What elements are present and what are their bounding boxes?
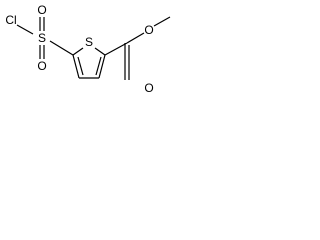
bond-cl-s [16, 24, 34, 35]
bond-c4-c5-inner [77, 56, 84, 76]
bond-oester-methyl [153, 16, 171, 27]
bond-sring-c2 [94, 47, 106, 56]
bond-c2-c3 [98, 54, 106, 79]
atom-labels: Cl S O O S O O [5, 3, 153, 95]
atom-ester-oxygen: O [144, 23, 153, 37]
atom-carbonyl-oxygen: O [144, 81, 153, 95]
bond-c5-sring [72, 47, 84, 56]
chemical-structure-diagram: Cl S O O S O O [5, 3, 171, 95]
bonds [16, 16, 171, 80]
bond-s-c5 [49, 40, 74, 56]
atom-sulfonyl-oxygen-top: O [37, 3, 46, 17]
atom-sulfonyl-oxygen-bottom: O [37, 59, 46, 73]
bond-c2-c3-inner [95, 56, 102, 76]
bond-c2-ccarbonyl [104, 42, 128, 56]
bond-ccarbonyl-oester [126, 32, 145, 44]
atom-sulfonyl-sulfur: S [38, 31, 46, 45]
bond-c4-c5 [72, 54, 80, 79]
atom-chlorine: Cl [5, 13, 16, 27]
atom-ring-sulfur: S [85, 35, 93, 49]
